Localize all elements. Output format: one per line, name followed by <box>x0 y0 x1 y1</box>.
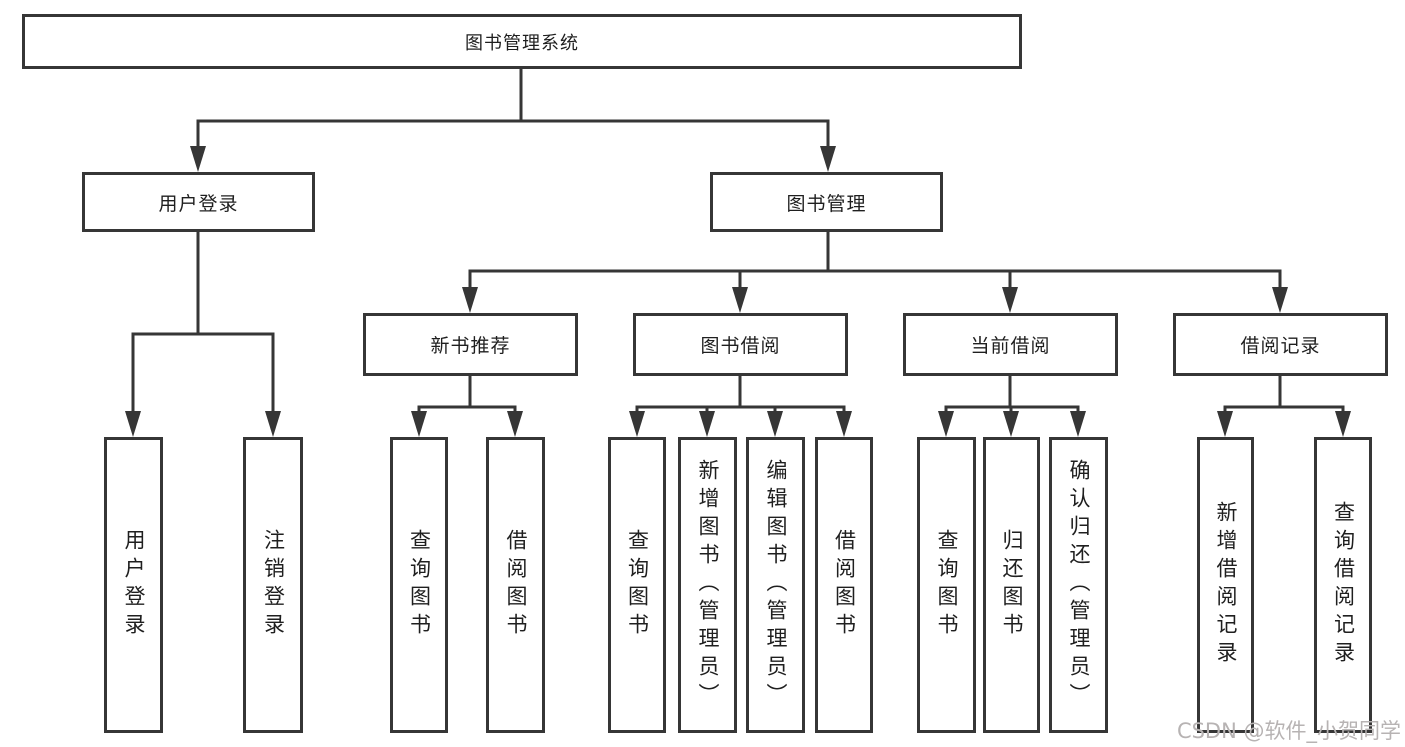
connector-current-borrow-to-leaves <box>938 376 1086 437</box>
leaf-query-books-borrow: 查询图书 <box>608 437 666 733</box>
node-label: 图书管理系统 <box>465 32 579 54</box>
csdn-watermark: CSDN @软件_小贺同学 <box>1176 719 1401 743</box>
leaf-label: 查询图书 <box>625 529 650 641</box>
leaf-query-borrow-record: 查询借阅记录 <box>1314 437 1372 733</box>
node-book-management: 图书管理 <box>710 172 943 232</box>
node-current-borrowing: 当前借阅 <box>903 313 1118 376</box>
node-label: 借阅记录 <box>1240 335 1321 357</box>
leaf-add-book-admin: 新增图书（管理员） <box>678 437 737 733</box>
connector-root-to-level2 <box>190 68 836 172</box>
connector-user-login-to-leaves <box>125 232 281 437</box>
connector-new-book-to-leaves <box>411 376 523 437</box>
leaf-label: 确认归还（管理员） <box>1067 459 1091 711</box>
node-label: 用户登录 <box>158 192 239 215</box>
leaf-label: 编辑图书（管理员） <box>764 459 788 711</box>
leaf-borrow-books: 借阅图书 <box>815 437 873 733</box>
leaf-label: 查询图书 <box>935 529 959 641</box>
node-borrowing-records: 借阅记录 <box>1173 313 1388 376</box>
leaf-label: 注销登录 <box>261 529 286 641</box>
node-label: 图书借阅 <box>700 335 781 357</box>
node-library-management-system: 图书管理系统 <box>22 14 1022 69</box>
leaf-query-books-recommend: 查询图书 <box>390 437 448 733</box>
leaf-label: 归还图书 <box>1000 529 1024 641</box>
node-label: 当前借阅 <box>970 335 1051 357</box>
leaf-label: 借阅图书 <box>832 529 857 641</box>
node-label: 图书管理 <box>786 192 867 215</box>
connector-borrow-records-to-leaves <box>1217 376 1351 437</box>
leaf-label: 新增借阅记录 <box>1214 501 1238 669</box>
leaf-add-borrow-record: 新增借阅记录 <box>1197 437 1254 733</box>
node-label: 新书推荐 <box>430 335 511 357</box>
leaf-borrow-books-recommend: 借阅图书 <box>486 437 545 733</box>
node-new-book-recommendation: 新书推荐 <box>363 313 578 376</box>
leaf-label: 新增图书（管理员） <box>696 459 720 711</box>
leaf-query-books-current: 查询图书 <box>917 437 976 733</box>
leaf-label: 借阅图书 <box>504 529 528 641</box>
leaf-label: 用户登录 <box>122 529 146 641</box>
node-user-login: 用户登录 <box>82 172 315 232</box>
connector-book-borrow-to-leaves <box>629 376 852 437</box>
node-book-borrowing: 图书借阅 <box>633 313 848 376</box>
leaf-logout: 注销登录 <box>243 437 303 733</box>
leaf-label: 查询图书 <box>407 529 432 641</box>
leaf-user-login: 用户登录 <box>104 437 163 733</box>
leaf-return-books: 归还图书 <box>983 437 1040 733</box>
leaf-confirm-return-admin: 确认归还（管理员） <box>1049 437 1108 733</box>
connector-book-management-to-level3 <box>462 232 1288 313</box>
leaf-label: 查询借阅记录 <box>1331 501 1356 669</box>
leaf-edit-book-admin: 编辑图书（管理员） <box>746 437 805 733</box>
